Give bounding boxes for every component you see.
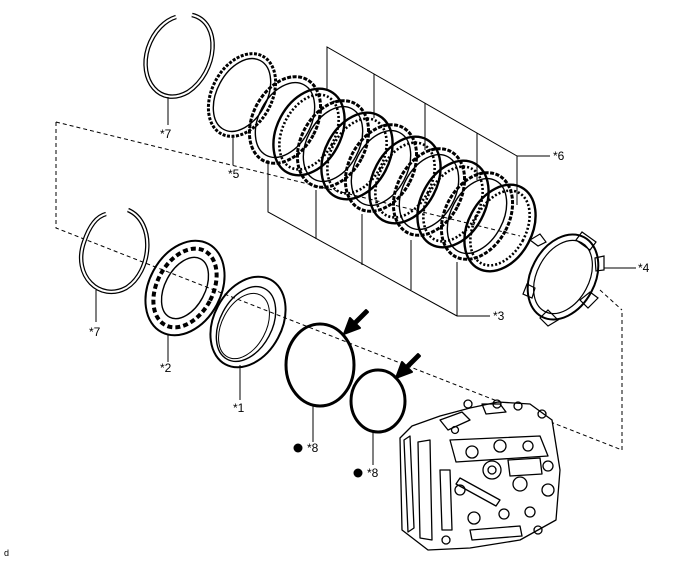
clutch-disc <box>416 159 490 249</box>
non-reusable-part-dot-icon <box>353 468 363 478</box>
label-o-ring-large: *8 <box>307 441 319 455</box>
non-reusable-part-dot-icon <box>293 443 303 453</box>
leader-lines-plates <box>326 46 550 205</box>
label-clutch-hub: *4 <box>638 261 650 275</box>
clutch-hub <box>522 231 636 327</box>
label-clutch-discs: *3 <box>493 309 505 323</box>
clutch-disc <box>463 183 537 273</box>
label-snap-ring-lower: *7 <box>89 325 101 339</box>
clutch-plate <box>247 75 323 165</box>
spring-retainer <box>144 239 226 362</box>
o-ring-small <box>349 368 407 465</box>
snap-ring-upper <box>143 12 215 125</box>
assembly-boundary-dashed <box>55 121 623 451</box>
install-direction-arrow-icon <box>343 309 369 335</box>
label-snap-ring-upper: *7 <box>160 127 172 141</box>
transmission-case <box>399 399 561 551</box>
install-direction-arrow-icon <box>395 353 421 379</box>
label-flange: *5 <box>228 167 240 181</box>
piston <box>209 275 287 400</box>
label-o-ring-small: *8 <box>367 466 379 480</box>
clutch-disc <box>368 135 442 225</box>
leader-lines-discs <box>267 160 490 317</box>
o-ring-large <box>284 322 356 442</box>
snap-ring-lower <box>78 207 150 322</box>
corner-mark: d <box>4 548 9 558</box>
label-spring-retainer: *2 <box>160 361 172 375</box>
clutch-disc <box>272 87 346 177</box>
clutch-pack <box>247 75 537 273</box>
flange <box>206 52 278 165</box>
label-piston: *1 <box>233 401 245 415</box>
clutch-disc <box>320 111 394 201</box>
label-clutch-plates: *6 <box>553 149 565 163</box>
